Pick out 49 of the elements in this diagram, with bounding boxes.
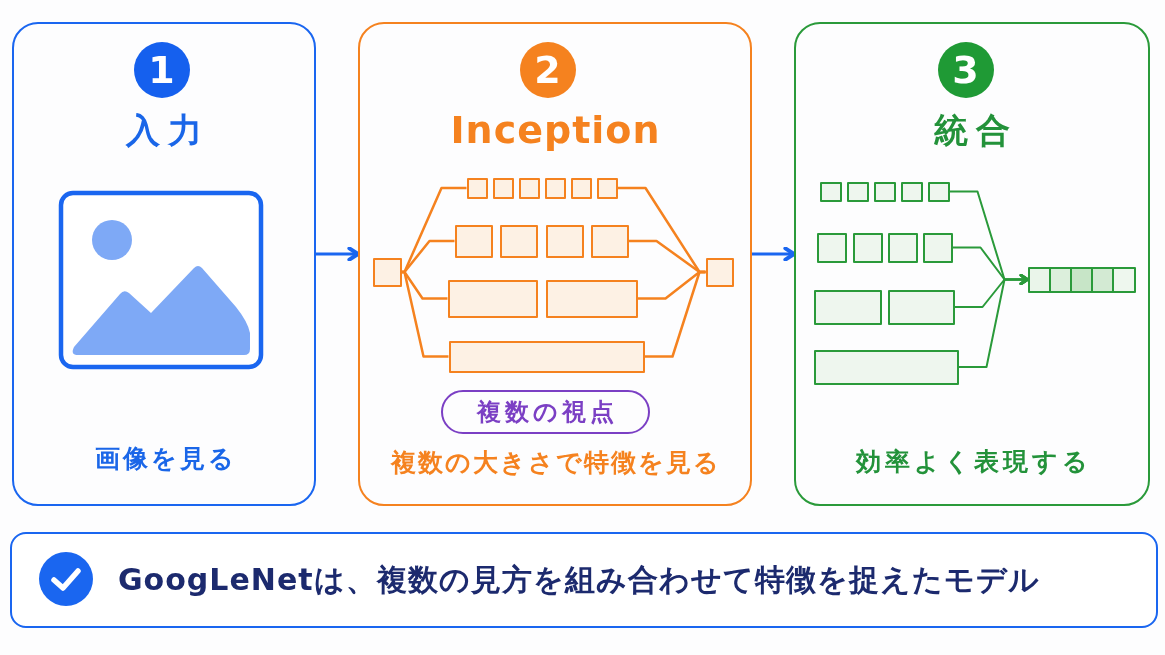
step-title: 入力 — [125, 108, 210, 152]
layer-block — [922, 232, 953, 263]
layer-block — [596, 177, 618, 199]
layer-block — [545, 279, 638, 318]
layer-block — [590, 224, 629, 258]
layer-block — [545, 224, 584, 258]
layer-block — [927, 181, 950, 202]
layer-block — [492, 177, 514, 199]
layer-block — [813, 349, 959, 385]
layer-block — [544, 177, 566, 199]
layer-block — [705, 257, 734, 287]
summary-box — [10, 532, 1158, 628]
layer-block — [846, 181, 869, 202]
segmented-bar — [1027, 266, 1136, 293]
layer-block — [499, 224, 538, 258]
layer-block — [372, 257, 402, 287]
step-title: 統合 — [933, 108, 1018, 152]
layer-block — [873, 181, 896, 202]
layer-block — [518, 177, 540, 199]
layer-block — [466, 177, 488, 199]
layer-block — [900, 181, 923, 202]
step-number-badge: 2 — [519, 41, 576, 98]
branch-line — [401, 239, 455, 274]
layer-block — [448, 340, 645, 373]
layer-block — [887, 232, 918, 263]
arrow — [316, 246, 360, 262]
step-caption: 複数の大きさで特徴を見る — [389, 446, 721, 479]
step-panel — [358, 22, 752, 506]
tag: 複数の視点 — [440, 389, 650, 434]
layer-block — [454, 224, 493, 258]
step-caption: 効率よく表現する — [854, 445, 1092, 478]
layer-block — [887, 289, 955, 325]
arrow — [957, 273, 1029, 368]
arrow — [752, 246, 796, 262]
layer-block — [852, 232, 883, 263]
branch-line — [644, 270, 706, 358]
layer-block — [447, 279, 538, 318]
step-title: Inception — [449, 106, 661, 154]
summary-text: GoogLeNetは、複数の見方を組み合わせて特徴を捉えたモデル — [118, 561, 1040, 599]
step-number-badge: 1 — [133, 41, 190, 98]
layer-block — [819, 181, 842, 202]
step-number-badge: 3 — [937, 41, 994, 98]
branch-line — [401, 270, 449, 358]
step-caption: 画像を見る — [93, 442, 237, 475]
step-panel — [12, 22, 316, 506]
layer-block — [570, 177, 592, 199]
layer-block — [816, 232, 847, 263]
step-panel — [794, 22, 1150, 506]
layer-block — [813, 289, 882, 325]
